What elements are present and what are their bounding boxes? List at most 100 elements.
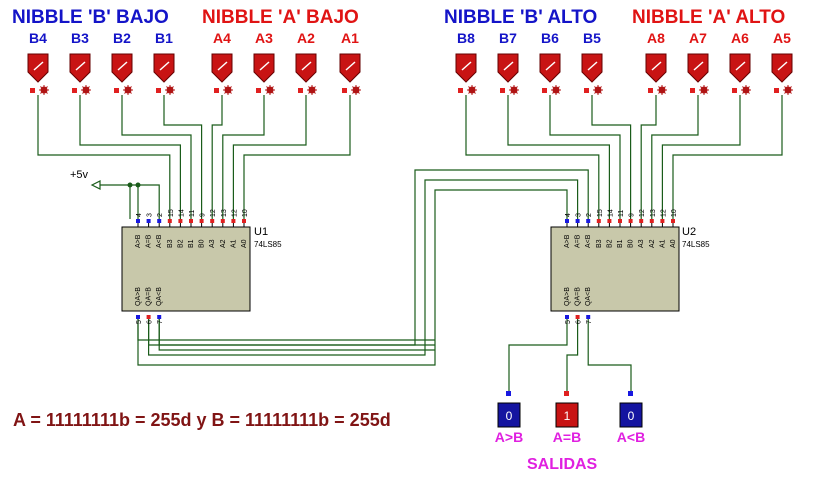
switch-b6[interactable] bbox=[539, 53, 561, 95]
wire bbox=[121, 95, 192, 219]
switch-lever bbox=[503, 61, 514, 71]
terminal-ray bbox=[308, 86, 316, 94]
header-nibble-a-high: NIBBLE 'A' ALTO bbox=[632, 7, 786, 28]
terminal-ray bbox=[166, 86, 174, 94]
switch-lever bbox=[117, 61, 128, 71]
wire bbox=[232, 95, 307, 219]
switch-a5[interactable] bbox=[771, 53, 793, 95]
pin-label: B0 bbox=[199, 239, 206, 248]
switch-body bbox=[497, 53, 519, 83]
switch-body bbox=[581, 53, 603, 83]
switch-b5[interactable] bbox=[581, 53, 603, 95]
switch-a3[interactable] bbox=[253, 53, 275, 95]
pin-marker bbox=[500, 88, 505, 93]
pin-number: 7 bbox=[586, 320, 593, 324]
wire bbox=[137, 319, 435, 341]
state-icon bbox=[81, 85, 91, 95]
chip-pin bbox=[586, 315, 591, 319]
u2-type: 74LS85 bbox=[682, 240, 710, 249]
pin-number: 14 bbox=[607, 209, 614, 217]
chip-pin bbox=[628, 219, 633, 223]
pin-number: 9 bbox=[629, 213, 636, 217]
wire bbox=[137, 189, 568, 366]
u2-name: U2 bbox=[682, 226, 697, 238]
switch-body bbox=[687, 53, 709, 83]
wire bbox=[508, 319, 568, 392]
switch-body bbox=[295, 53, 317, 83]
switch-body bbox=[339, 53, 361, 83]
pin-marker bbox=[506, 391, 511, 396]
terminal-ray bbox=[352, 86, 360, 94]
switch-lever bbox=[545, 61, 556, 71]
switch-body bbox=[153, 53, 175, 83]
terminal-ray bbox=[224, 86, 232, 94]
switch-label-b4: B4 bbox=[29, 30, 47, 46]
switch-b7[interactable] bbox=[497, 53, 519, 95]
pin-label: A0 bbox=[670, 239, 677, 248]
output-led-lt: 0 bbox=[619, 391, 643, 428]
switch-a4[interactable] bbox=[211, 53, 233, 95]
switch-body bbox=[69, 53, 91, 83]
switch-a7[interactable] bbox=[687, 53, 709, 95]
terminal-ray bbox=[552, 86, 560, 94]
led-body bbox=[619, 402, 643, 428]
switch-b8[interactable] bbox=[455, 53, 477, 95]
pin-label: A=B bbox=[575, 234, 582, 248]
pin-marker bbox=[114, 88, 119, 93]
switch-b3[interactable] bbox=[69, 53, 91, 95]
state-icon bbox=[39, 85, 49, 95]
switch-lever bbox=[75, 61, 86, 71]
switch-lever bbox=[159, 61, 170, 71]
switch-label-a8: A8 bbox=[647, 30, 665, 46]
pin-label: A3 bbox=[209, 239, 216, 248]
switch-a2[interactable] bbox=[295, 53, 317, 95]
switch-a8[interactable] bbox=[645, 53, 667, 95]
terminal-ray bbox=[510, 86, 518, 94]
wire bbox=[222, 95, 265, 219]
switch-lever bbox=[301, 61, 312, 71]
switch-body bbox=[771, 53, 793, 83]
switch-b4[interactable] bbox=[27, 53, 49, 95]
wire bbox=[37, 95, 171, 219]
switch-lever bbox=[693, 61, 704, 71]
led-state: 0 bbox=[506, 409, 513, 423]
chip-pin bbox=[575, 315, 580, 319]
switch-a6[interactable] bbox=[729, 53, 751, 95]
wires bbox=[37, 95, 783, 392]
chip-pin bbox=[618, 219, 622, 223]
pin-label: QA=B bbox=[146, 287, 153, 306]
salidas-label: SALIDAS bbox=[527, 456, 598, 473]
led-state: 0 bbox=[628, 409, 635, 423]
switch-label-b2: B2 bbox=[113, 30, 131, 46]
chip-u2: 4A>B3A=B2A<B15B314B211B19B012A313A212A11… bbox=[550, 209, 680, 324]
pin-label: B0 bbox=[628, 239, 635, 248]
pin-number: 7 bbox=[157, 320, 164, 324]
switch-label-b8: B8 bbox=[457, 30, 475, 46]
wire bbox=[148, 319, 435, 346]
wire bbox=[640, 95, 657, 219]
pin-label: A<B bbox=[156, 234, 163, 248]
vcc-label: +5v bbox=[70, 169, 89, 181]
wire bbox=[507, 95, 611, 219]
switch-a1[interactable] bbox=[339, 53, 361, 95]
switch-b1[interactable] bbox=[153, 53, 175, 95]
switch-body bbox=[27, 53, 49, 83]
pin-label: A2 bbox=[220, 239, 227, 248]
chip-pin bbox=[596, 219, 601, 223]
chip-pin bbox=[220, 219, 225, 223]
pin-label: QA<B bbox=[585, 287, 592, 306]
pin-label: A1 bbox=[659, 239, 666, 248]
chip-pin bbox=[210, 219, 215, 223]
switch-lever bbox=[651, 61, 662, 71]
wire bbox=[549, 95, 621, 219]
terminal-ray bbox=[784, 86, 792, 94]
chip-pin bbox=[607, 219, 612, 223]
chip-pin bbox=[136, 315, 140, 319]
state-icon bbox=[351, 85, 361, 95]
pin-marker bbox=[214, 88, 219, 93]
state-icon bbox=[123, 85, 133, 95]
pin-number: 10 bbox=[242, 209, 249, 217]
junction-dot bbox=[135, 182, 141, 188]
switch-b2[interactable] bbox=[111, 53, 133, 95]
